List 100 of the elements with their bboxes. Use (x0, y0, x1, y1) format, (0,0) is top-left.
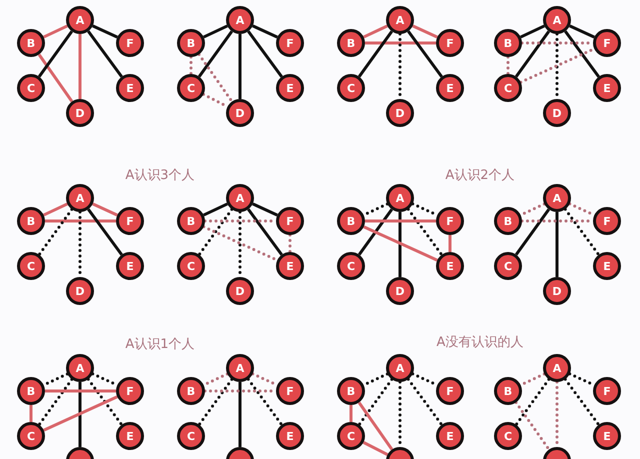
connecting-line (358, 402, 394, 450)
connecting-line (569, 24, 595, 39)
connecting-line (92, 24, 118, 39)
person-circle: D (66, 277, 94, 305)
dotted-line (86, 378, 124, 426)
connecting-line (45, 390, 116, 392)
connecting-line (38, 30, 74, 78)
person-circle: E (593, 422, 621, 450)
connecting-line (514, 208, 550, 256)
person-circle: C (17, 74, 45, 102)
connecting-line (238, 34, 242, 99)
connecting-line (78, 34, 82, 99)
dotted-line (406, 378, 444, 426)
group-heading: A认识3个人 (125, 167, 195, 184)
connecting-line (203, 24, 228, 38)
person-circle: B (494, 29, 522, 57)
connecting-line (363, 225, 438, 262)
connecting-line (252, 202, 278, 217)
person-circle: E (276, 74, 304, 102)
person-circle: C (177, 422, 205, 450)
person-circle: F (593, 377, 621, 405)
person-circle: A (66, 6, 94, 34)
person-circle: A (226, 354, 254, 382)
person-circle: D (386, 99, 414, 127)
person-circle: A (386, 354, 414, 382)
dotted-line (288, 234, 292, 254)
connecting-line (556, 212, 558, 277)
person-circle: E (116, 422, 144, 450)
dotted-line (564, 208, 600, 256)
person-circle: A (543, 354, 571, 382)
connecting-line (407, 30, 443, 78)
person-circle: C (337, 74, 365, 102)
person-circle: F (436, 207, 464, 235)
person-circle: D (386, 277, 414, 305)
connecting-line (363, 24, 388, 38)
person-circle: C (494, 252, 522, 280)
person-circle: D (226, 277, 254, 305)
connecting-line (514, 30, 550, 78)
connecting-line (362, 441, 388, 456)
person-circle: F (593, 29, 621, 57)
connecting-line (78, 382, 82, 447)
connecting-line (198, 30, 234, 78)
person-circle: C (494, 422, 522, 450)
connecting-line (448, 235, 452, 252)
person-circle: A (66, 354, 94, 382)
person-circle: B (494, 207, 522, 235)
group-heading: A认识1个人 (125, 336, 195, 353)
connecting-line (520, 24, 545, 38)
person-circle: C (494, 74, 522, 102)
connecting-line (43, 202, 68, 216)
connecting-line (358, 208, 394, 256)
person-circle: B (17, 377, 45, 405)
person-circle: A (226, 6, 254, 34)
person-circle: B (17, 207, 45, 235)
dotted-line (564, 378, 600, 426)
person-circle: D (543, 99, 571, 127)
person-circle: E (436, 74, 464, 102)
connecting-line (350, 405, 352, 422)
person-circle: F (276, 29, 304, 57)
person-circle: F (276, 377, 304, 405)
person-circle: B (177, 207, 205, 235)
group-heading: A没有认识的人 (436, 334, 524, 351)
person-circle: E (593, 74, 621, 102)
connecting-line (203, 202, 228, 216)
person-circle: A (543, 6, 571, 34)
person-circle: B (337, 377, 365, 405)
person-circle: E (276, 252, 304, 280)
connecting-line (247, 30, 283, 78)
person-circle: F (116, 207, 144, 235)
dotted-line (406, 208, 444, 256)
person-circle: F (436, 29, 464, 57)
person-circle: F (116, 29, 144, 57)
person-circle: F (436, 377, 464, 405)
dotted-line (190, 56, 192, 76)
connecting-line (43, 395, 118, 432)
person-circle: C (177, 74, 205, 102)
person-circle: F (276, 207, 304, 235)
person-circle: A (386, 184, 414, 212)
person-circle: E (116, 74, 144, 102)
dotted-line (358, 378, 394, 426)
connecting-line (87, 208, 123, 256)
dotted-line (198, 52, 234, 104)
person-circle: E (593, 252, 621, 280)
dotted-line (506, 56, 510, 76)
person-circle: C (17, 252, 45, 280)
connecting-line (30, 405, 32, 422)
connecting-line (564, 30, 600, 78)
person-circle: C (337, 422, 365, 450)
person-circle: C (177, 252, 205, 280)
connecting-line (365, 220, 436, 222)
connecting-line (45, 220, 116, 222)
connecting-line (87, 30, 123, 78)
person-circle: A (66, 184, 94, 212)
person-circle: A (386, 6, 414, 34)
dotted-line (246, 378, 284, 426)
person-circle: D (543, 277, 571, 305)
person-circle: B (494, 377, 522, 405)
person-circle: E (116, 252, 144, 280)
person-circle: C (17, 422, 45, 450)
connecting-line (38, 54, 74, 102)
